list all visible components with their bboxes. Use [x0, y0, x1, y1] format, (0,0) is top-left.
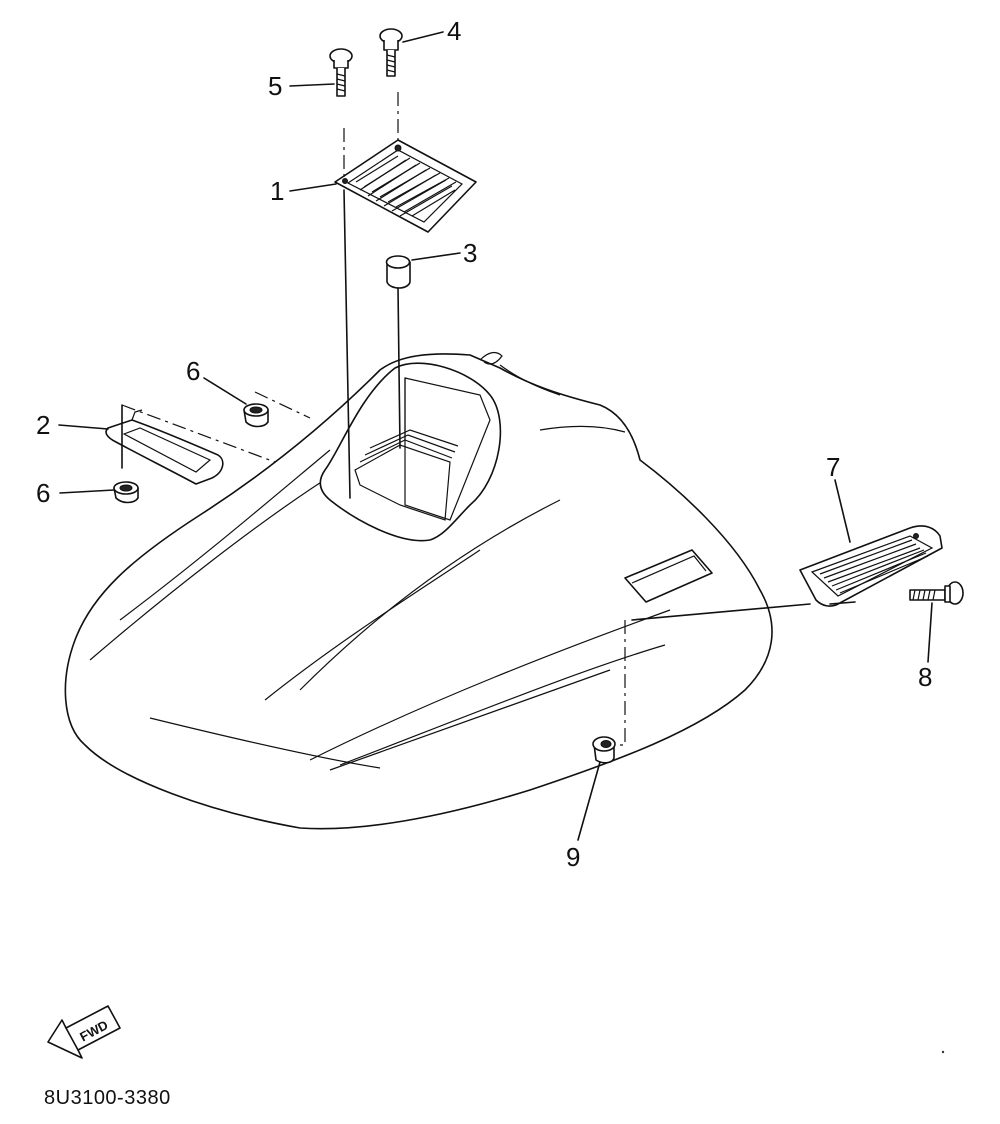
part-4-grommet — [385, 255, 411, 289]
leader-lines — [58, 31, 933, 841]
callout-7: 7 — [826, 452, 840, 482]
callout-9: 9 — [566, 842, 580, 872]
part-7-side-vent — [799, 525, 943, 607]
stray-mark — [941, 1050, 945, 1054]
engine-hood — [64, 351, 773, 830]
part-6-grommet-lower — [113, 481, 139, 504]
part-9-nut — [592, 736, 616, 764]
intake-opening — [319, 362, 502, 542]
callout-4: 3 — [463, 238, 477, 268]
callout-1: 1 — [270, 176, 284, 206]
callout-labels: 4 5 1 3 6 2 6 7 8 9 — [36, 16, 932, 872]
callout-5: 5 — [268, 71, 282, 101]
callout-6-upper: 6 — [186, 356, 200, 386]
callout-2: 2 — [36, 410, 50, 440]
assembly-lines — [121, 92, 856, 746]
callout-6-lower: 6 — [36, 478, 50, 508]
callout-3: 4 — [447, 16, 461, 46]
part-8-bolt — [909, 581, 964, 605]
fwd-arrow-icon: FWD — [47, 1005, 121, 1059]
part-2-cover-plate — [105, 409, 224, 485]
part-1-vent-cover — [334, 139, 477, 233]
part-5-bolt — [329, 48, 353, 97]
part-6-grommet-upper — [243, 403, 269, 428]
part-3-bolt — [379, 28, 403, 77]
drawing-code: 8U3100-3380 — [44, 1087, 171, 1109]
side-vent-recess — [624, 549, 713, 603]
callout-8: 8 — [918, 662, 932, 692]
